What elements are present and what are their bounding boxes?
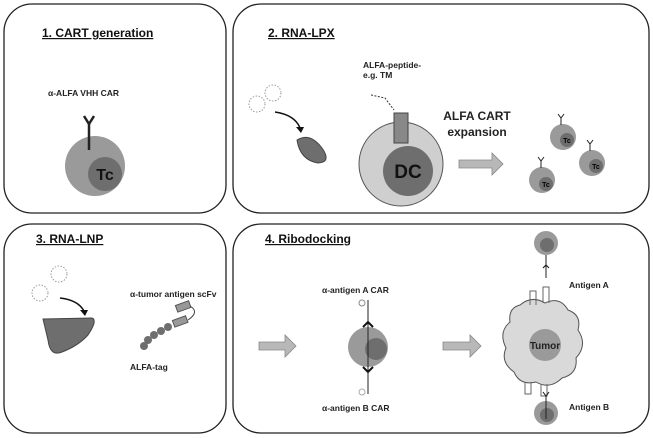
svg-text:Tc: Tc [563,138,571,145]
panel-title: 1. CART generation [42,26,153,40]
panel-title: 4. Ribodocking [265,232,351,246]
car-a-label: α-antigen A CAR [322,285,389,295]
t-cell: Tc [65,136,125,196]
panel-title: 3. RNA-LNP [36,232,103,246]
panel-ribodocking: 4. Ribodocking α-antigen A CAR α-antigen… [233,224,649,433]
antigen-a-label: Antigen A [569,280,609,290]
panel-rna-lpx: 2. RNA-LPX ALFA-peptide- e.g. TM DC ALFA… [233,4,649,213]
scfv-label: α-tumor antigen scFv [130,289,217,299]
antigen-b-label: Antigen B [569,402,609,412]
panel-rna-lnp: 3. RNA-LNP α-tumor antigen scFv ALFA-tag [4,224,226,433]
svg-text:Tc: Tc [592,164,600,171]
expansion-label-line2: expansion [447,125,506,139]
cell-label: DC [394,162,422,183]
panel-frame [4,224,226,433]
peptide-label-line2: e.g. TM [363,70,392,80]
svg-text:Tc: Tc [542,182,550,189]
mhc-icon [394,113,408,143]
tumor-label: Tumor [530,341,560,352]
alfa-tag-label: ALFA-tag [130,362,168,372]
panel-title: 2. RNA-LPX [268,26,335,40]
car-label: α-ALFA VHH CAR [48,88,119,98]
panel-cart-generation: 1. CART generation α-ALFA VHH CAR Tc [4,4,226,213]
car-b-label: α-antigen B CAR [322,403,390,413]
peptide-label-line1: ALFA-peptide- [363,60,421,70]
cell-label: Tc [96,167,114,184]
expansion-label-line1: ALFA CART [443,109,511,123]
